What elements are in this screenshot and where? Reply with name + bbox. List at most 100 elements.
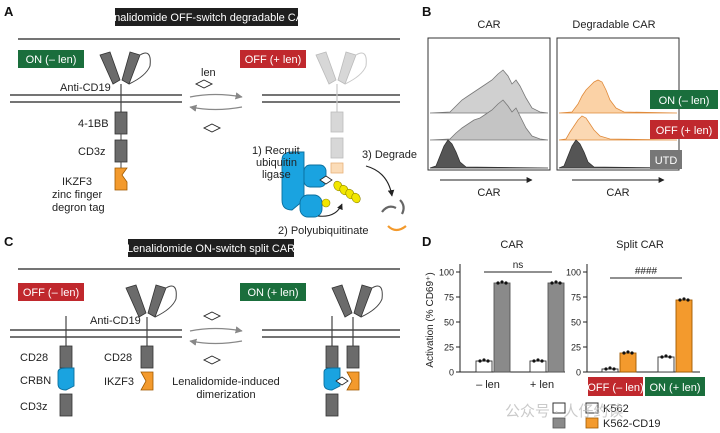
domain-cd3z (114, 139, 128, 163)
bar-0-0-1 (493, 282, 511, 373)
step3-label: 3) Degrade (362, 149, 417, 161)
b-col1-title: CAR (477, 19, 500, 31)
c-ikzf3-domain (140, 371, 154, 391)
c-on-label: ON (+ len) (247, 287, 298, 299)
panel-c: C Lenalidomide ON-switch split CAR OFF (… (4, 234, 400, 417)
d-xlabel-2: + len (530, 379, 554, 391)
point-0-0-0-0 (478, 359, 482, 363)
len-molecule-2 (202, 123, 222, 133)
ikzf3-label-1: IKZF3 (62, 176, 92, 188)
off-tag-label: OFF (+ len) (245, 54, 302, 66)
point-0-1-1-2 (558, 281, 562, 285)
d-sig-label: #### (635, 266, 658, 277)
point-1-0-1-1 (626, 350, 630, 354)
c-cd28-domain-1 (59, 345, 73, 369)
b-off-label: OFF (+ len) (656, 125, 713, 137)
c-induced-line2: dimerization (196, 389, 255, 401)
faded-car (315, 51, 367, 174)
legend-swatch-k562 (585, 402, 599, 414)
point-1-0-1-2 (630, 351, 634, 355)
legend-swatch-cd19-car (552, 417, 566, 429)
hist-deg-utd (558, 139, 678, 169)
point-1-1-0-1 (664, 354, 668, 358)
c-off-tag (18, 283, 84, 301)
c-anti-cd19-label: Anti-CD19 (90, 315, 141, 327)
panel-c-letter: C (4, 234, 14, 249)
hist-car-on (429, 69, 549, 114)
d-xlabel-1: – len (476, 379, 500, 391)
label-cd3z: CD3z (78, 146, 106, 158)
point-0-0-1-2 (504, 281, 508, 285)
label-4-1bb: 4-1BB (78, 118, 109, 130)
step2-label: 2) Polyubiquitinate (278, 225, 369, 237)
degrade-arrow (365, 165, 395, 197)
c-crbn-domain (57, 367, 75, 391)
point-1-0-0-0 (604, 367, 608, 371)
y-tick-label-1-3: 75 (571, 293, 581, 303)
b-on-label: ON (– len) (659, 95, 710, 107)
d-off-label: OFF (– len) (587, 382, 643, 394)
hist-deg-off (558, 115, 678, 141)
arrow-forward (189, 92, 243, 100)
point-0-1-1-1 (554, 280, 558, 284)
point-0-1-0-2 (540, 359, 544, 363)
c-scfv-left (125, 284, 177, 346)
polyubiquitinate-arrow (317, 203, 343, 217)
ikzf3-label-3: degron tag (52, 202, 105, 214)
step1-line2: ubiquitin (256, 157, 297, 169)
y-tick-label-0-3: 75 (444, 293, 454, 303)
ikzf3-label-2: zinc finger (52, 189, 102, 201)
len-molecule-1 (194, 79, 214, 89)
b-off-tag (650, 120, 718, 139)
d-on-tag (645, 377, 705, 396)
panel-c-title: Lenalidomide ON-switch split CAR (127, 243, 295, 255)
d-ylabel: Activation (% CD69⁺) (425, 272, 436, 367)
degraded-fragments (381, 199, 407, 232)
b-col2-title: Degradable CAR (572, 19, 655, 31)
b-axis-label-1: CAR (477, 187, 500, 199)
legend-k562: K562 (603, 403, 629, 415)
c-off-label: OFF (– len) (23, 287, 79, 299)
point-1-1-0-0 (660, 355, 664, 359)
d-on-label: ON (+ len) (649, 382, 700, 394)
step1-line1: 1) Recruit (252, 145, 300, 157)
panel-d-letter: D (422, 234, 431, 249)
legend-swatch-cd19-split (585, 417, 599, 429)
y-tick-label-1-4: 100 (566, 268, 581, 278)
point-1-0-0-2 (612, 367, 616, 371)
polyubiquitin-chain (333, 180, 361, 204)
y-tick-label-0-2: 50 (444, 318, 454, 328)
b-on-tag (650, 90, 718, 109)
c-cd28-domain-2 (140, 345, 154, 369)
arrow-back (189, 104, 243, 112)
b-axis-label-2: CAR (606, 187, 629, 199)
panel-b-letter: B (422, 4, 431, 19)
d-title-2: Split CAR (616, 239, 664, 251)
panel-a-letter: A (4, 4, 14, 19)
c-cd28-label-2: CD28 (104, 352, 132, 364)
c-cd28-label-1: CD28 (20, 352, 48, 364)
panel-a-title-bar (115, 8, 298, 26)
panel-a-title: Lenalidomide OFF-switch degradable CAR (102, 12, 311, 24)
len-label: len (201, 67, 216, 79)
c-cd3z-domain (59, 393, 73, 417)
c-dimerized-car (323, 284, 383, 417)
hist-deg-on (558, 79, 678, 114)
point-0-0-1-0 (496, 281, 500, 285)
point-0-1-1-0 (550, 281, 554, 285)
y-tick-label-0-0: 0 (449, 368, 454, 378)
bar-0-1-0 (529, 360, 547, 373)
off-tag (240, 50, 306, 68)
point-0-0-0-1 (482, 358, 486, 362)
point-1-0-0-1 (608, 366, 612, 370)
panel-a: A Lenalidomide OFF-switch degradable CAR… (4, 4, 417, 237)
hist-car-off (429, 99, 549, 141)
bar-1-1-1 (675, 299, 693, 373)
d-title-1: CAR (500, 239, 523, 251)
on-tag (18, 50, 84, 68)
bar-1-0-1 (619, 352, 637, 373)
c-cd3z-label: CD3z (20, 401, 48, 413)
c-crbn-label: CRBN (20, 375, 51, 387)
point-1-1-1-2 (686, 298, 690, 302)
